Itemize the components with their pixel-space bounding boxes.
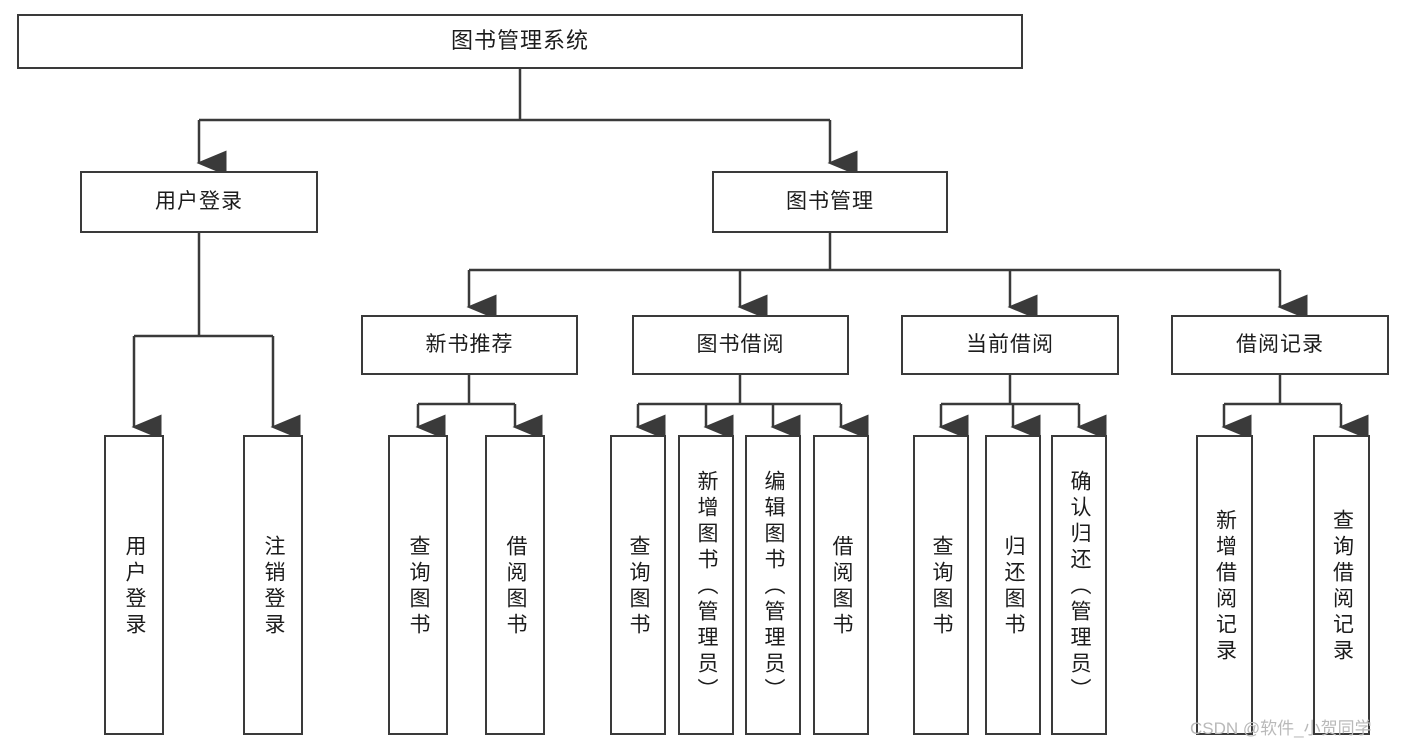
node-leaf-borrow-book-rec[interactable]: 借阅图书 bbox=[485, 435, 545, 735]
node-current-borrowing[interactable]: 当前借阅 bbox=[901, 315, 1119, 375]
node-leaf-user-logout[interactable]: 注销登录 bbox=[243, 435, 303, 735]
node-label: 图书借阅 bbox=[696, 333, 785, 357]
node-label: 确认归还（管理员） bbox=[1068, 470, 1091, 704]
node-leaf-user-login[interactable]: 用户登录 bbox=[104, 435, 164, 735]
node-label: 查询借阅记录 bbox=[1330, 509, 1354, 665]
node-leaf-return-book[interactable]: 归还图书 bbox=[985, 435, 1041, 735]
node-leaf-query-book-borrow[interactable]: 查询图书 bbox=[610, 435, 666, 735]
node-label: 查询图书 bbox=[627, 535, 650, 639]
node-label: 查询图书 bbox=[930, 535, 953, 639]
node-label: 查询图书 bbox=[407, 535, 430, 639]
node-label: 借阅图书 bbox=[830, 535, 853, 639]
node-label: 当前借阅 bbox=[966, 333, 1054, 357]
node-leaf-borrow-book[interactable]: 借阅图书 bbox=[813, 435, 869, 735]
node-label: 注销登录 bbox=[262, 535, 285, 639]
node-user-login[interactable]: 用户登录 bbox=[80, 171, 318, 233]
node-label: 编辑图书（管理员） bbox=[762, 470, 785, 704]
node-root-book-management-system[interactable]: 图书管理系统 bbox=[17, 14, 1023, 69]
node-label: 用户登录 bbox=[155, 190, 243, 214]
node-book-management[interactable]: 图书管理 bbox=[712, 171, 948, 233]
node-label: 归还图书 bbox=[1002, 535, 1025, 639]
node-label: 借阅图书 bbox=[504, 535, 527, 639]
node-leaf-add-borrow-record[interactable]: 新增借阅记录 bbox=[1196, 435, 1253, 735]
node-label: 借阅记录 bbox=[1236, 333, 1324, 357]
node-label: 用户登录 bbox=[123, 535, 146, 639]
node-label: 图书管理系统 bbox=[450, 28, 589, 54]
node-leaf-query-book-current[interactable]: 查询图书 bbox=[913, 435, 969, 735]
node-leaf-query-borrow-record[interactable]: 查询借阅记录 bbox=[1313, 435, 1370, 735]
node-label: 新增借阅记录 bbox=[1213, 509, 1237, 665]
node-label: 新增图书（管理员） bbox=[695, 470, 718, 704]
node-leaf-query-book-rec[interactable]: 查询图书 bbox=[388, 435, 448, 735]
node-leaf-confirm-return-admin[interactable]: 确认归还（管理员） bbox=[1051, 435, 1107, 735]
node-label: 图书管理 bbox=[786, 190, 874, 214]
node-book-borrowing[interactable]: 图书借阅 bbox=[632, 315, 849, 375]
node-leaf-add-book-admin[interactable]: 新增图书（管理员） bbox=[678, 435, 734, 735]
node-leaf-edit-book-admin[interactable]: 编辑图书（管理员） bbox=[745, 435, 801, 735]
node-label: 新书推荐 bbox=[425, 333, 514, 357]
watermark: CSDN @软件_小贺同学 bbox=[1190, 719, 1372, 738]
node-borrowing-record[interactable]: 借阅记录 bbox=[1171, 315, 1389, 375]
node-new-book-recommendation[interactable]: 新书推荐 bbox=[361, 315, 578, 375]
